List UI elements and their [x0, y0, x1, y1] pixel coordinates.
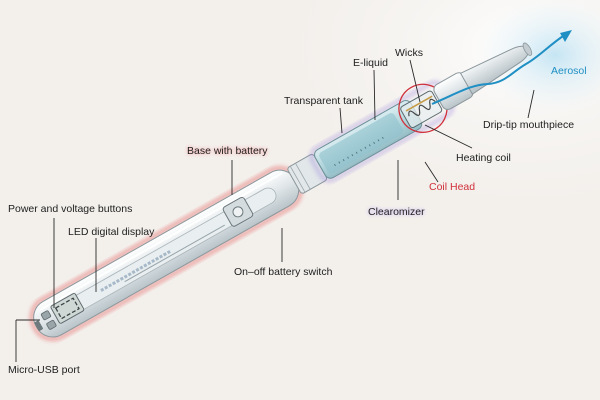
label-drip-tip-mouthpiece: Drip-tip mouthpiece [483, 119, 574, 131]
label-e-liquid: E-liquid [353, 57, 388, 69]
label-coil-head: Coil Head [429, 181, 475, 193]
label-transparent-tank: Transparent tank [284, 95, 363, 107]
label-clearomizer: Clearomizer [368, 206, 425, 218]
label-aerosol: Aerosol [551, 65, 587, 77]
label-wicks: Wicks [395, 47, 423, 59]
label-power-voltage-buttons: Power and voltage buttons [8, 203, 132, 215]
label-on-off-switch: On–off battery switch [234, 266, 332, 278]
label-heating-coil: Heating coil [456, 152, 511, 164]
label-base-with-battery: Base with battery [187, 145, 268, 157]
label-micro-usb-port: Micro-USB port [8, 364, 80, 376]
label-led-digital-display: LED digital display [68, 226, 154, 238]
